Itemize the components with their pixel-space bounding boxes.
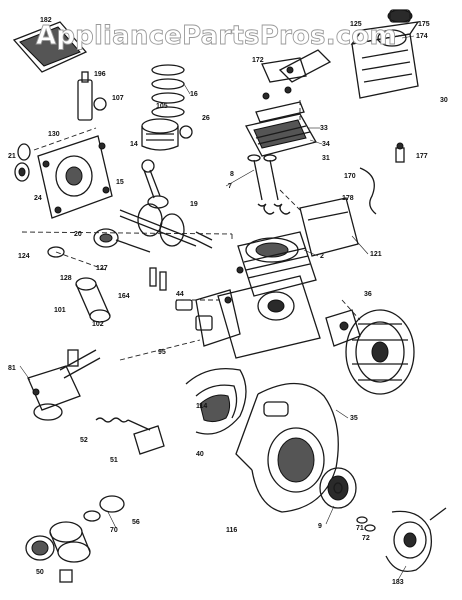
label-7: 7 — [228, 183, 232, 190]
cylinder-head — [245, 86, 317, 157]
label-170: 170 — [344, 173, 356, 180]
label-36: 36 — [364, 291, 372, 298]
label-51: 51 — [110, 457, 118, 464]
label-52: 52 — [80, 437, 88, 444]
label-30: 30 — [440, 97, 448, 104]
label-101: 101 — [54, 307, 66, 314]
muffler — [75, 277, 111, 323]
label-20: 20 — [74, 231, 82, 238]
label-124: 124 — [18, 253, 30, 260]
blower-housing — [235, 382, 339, 513]
label-114: 114 — [196, 403, 207, 410]
watermark-text: AppliancePartsPros.com — [36, 21, 397, 51]
label-15: 15 — [116, 179, 124, 186]
label-14: 14 — [130, 141, 138, 148]
bracket-51 — [133, 425, 165, 455]
valves — [247, 154, 291, 215]
label-177: 177 — [416, 153, 428, 160]
label-128: 128 — [60, 275, 72, 282]
breather-tube — [359, 142, 405, 215]
piston — [141, 118, 193, 151]
plate-121 — [299, 197, 359, 257]
piston-rings — [151, 64, 185, 118]
label-33: 33 — [320, 125, 328, 132]
label-116: 116 — [226, 527, 237, 534]
flywheel — [345, 309, 415, 395]
label-125: 125 — [350, 21, 362, 28]
starter-assembly — [385, 507, 447, 573]
label-40: 40 — [196, 451, 204, 458]
label-21: 21 — [8, 153, 16, 160]
linkage-spring — [95, 417, 151, 431]
label-196: 196 — [94, 71, 106, 78]
label-8: 8 — [230, 171, 234, 178]
crankshaft — [119, 203, 213, 249]
label-56: 56 — [132, 519, 140, 526]
label-178: 178 — [342, 195, 354, 202]
label-102: 102 — [92, 321, 104, 328]
label-130: 130 — [48, 131, 60, 138]
carburetor — [27, 349, 101, 421]
cylinder-block — [195, 231, 321, 359]
label-2: 2 — [320, 253, 324, 260]
tappets — [47, 246, 167, 291]
oil-seals-left — [14, 143, 31, 182]
washers-71-72 — [356, 516, 376, 532]
part-number-labels: 182 196 174 175 26 125 30 172 14 16 33 3… — [8, 17, 448, 586]
leader-lines — [19, 35, 415, 581]
crankcase-cover — [33, 127, 113, 219]
label-95: 95 — [158, 349, 166, 356]
governor-parts — [77, 71, 107, 121]
air-filter-housing — [350, 9, 420, 99]
label-174: 174 — [416, 33, 428, 40]
label-164: 164 — [118, 293, 130, 300]
parts-artwork — [12, 9, 447, 583]
label-127: 127 — [96, 265, 108, 272]
manual-booklet — [12, 21, 88, 73]
label-19: 19 — [190, 201, 198, 208]
label-81: 81 — [8, 365, 16, 372]
label-72: 72 — [362, 535, 370, 542]
starter-pulley — [319, 467, 357, 509]
label-121: 121 — [370, 251, 382, 258]
cam-gear — [93, 228, 151, 253]
label-172: 172 — [252, 57, 264, 64]
label-107: 107 — [112, 95, 124, 102]
label-35: 35 — [350, 415, 358, 422]
clutch-assembly — [25, 495, 125, 583]
gasket-44 — [175, 299, 213, 331]
label-175: 175 — [418, 21, 430, 28]
label-44: 44 — [176, 291, 184, 298]
label-183: 183 — [392, 579, 404, 586]
label-9: 9 — [318, 523, 322, 530]
label-31: 31 — [322, 155, 330, 162]
bracket-172 — [261, 49, 332, 83]
label-182: 182 — [40, 17, 52, 24]
label-70: 70 — [110, 527, 118, 534]
connecting-rod — [141, 159, 169, 209]
assembly-lines — [21, 100, 361, 361]
label-26: 26 — [202, 115, 210, 122]
label-34: 34 — [322, 141, 330, 148]
label-24: 24 — [34, 195, 42, 202]
label-71: 71 — [356, 525, 364, 532]
label-50: 50 — [36, 569, 44, 576]
label-16: 16 — [190, 91, 198, 98]
label-105: 105 — [156, 103, 168, 110]
baffle — [185, 367, 247, 435]
